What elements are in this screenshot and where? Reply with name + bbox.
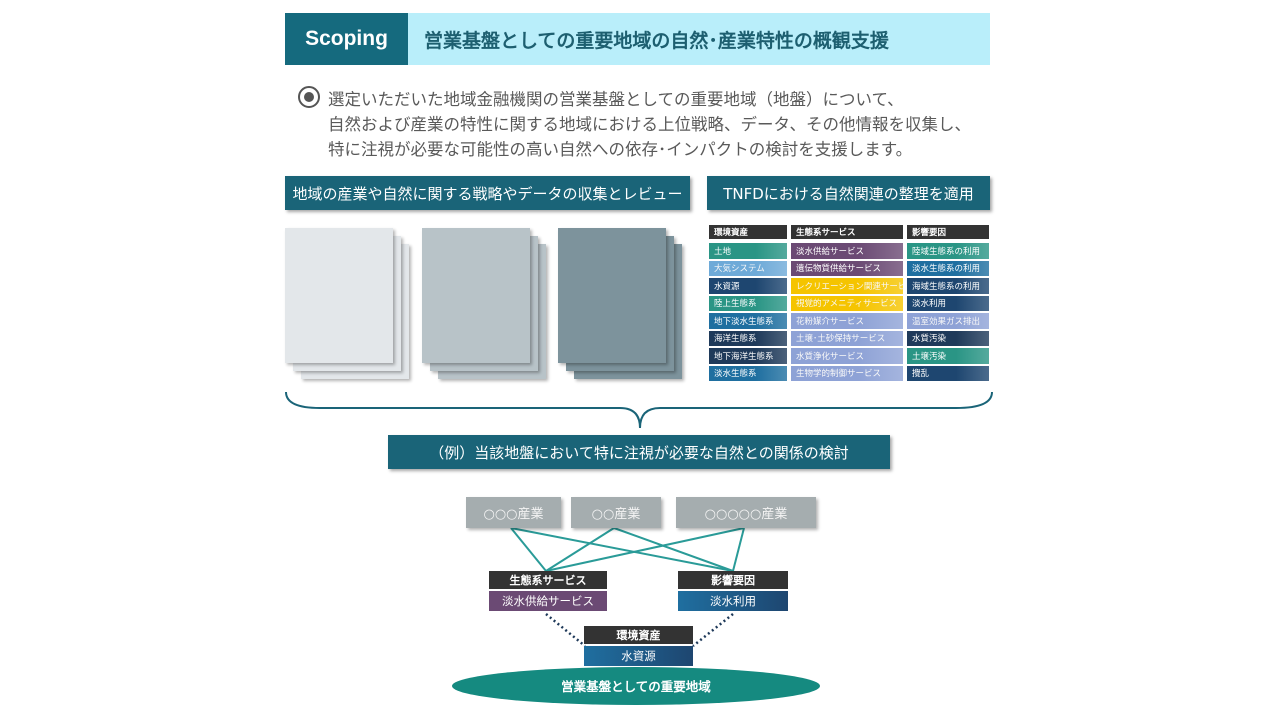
impact-node-value: 淡水利用 [678, 591, 788, 611]
impact-node-header: 影響要因 [678, 571, 788, 589]
tnfd-cell: 温室効果ガス排出 [907, 313, 989, 329]
tnfd-cell: 土地 [709, 243, 787, 259]
industry-box: ○○産業 [571, 497, 661, 528]
tnfd-column: 生態系サービス淡水供給サービス遺伝物質供給サービスレクリエーション関連サービス視… [791, 225, 903, 381]
tnfd-cell: 大気システム [709, 260, 787, 276]
example-header: （例）当該地盤において特に注視が必要な自然との関係の検討 [388, 435, 890, 469]
industry-box: ○○○○○産業 [676, 497, 816, 528]
asset-node-value: 水資源 [584, 646, 693, 666]
tnfd-cell: 土壌汚染 [907, 348, 989, 364]
service-node-value: 淡水供給サービス [489, 591, 607, 611]
tnfd-table: 環境資産土地大気システム水資源陸上生態系地下淡水生態系海洋生態系地下海洋生態系淡… [709, 225, 989, 381]
service-node-header: 生態系サービス [489, 571, 607, 589]
tnfd-cell: 遺伝物質供給サービス [791, 260, 903, 276]
tnfd-column: 影響要因陸域生態系の利用淡水生態系の利用海域生態系の利用淡水利用温室効果ガス排出… [907, 225, 989, 381]
tnfd-cell: 陸上生態系 [709, 295, 787, 311]
tnfd-cell: 淡水利用 [907, 295, 989, 311]
tnfd-cell: 土壌･土砂保持サービス [791, 330, 903, 346]
brace-icon [285, 391, 993, 429]
tnfd-cell: 地下淡水生態系 [709, 313, 787, 329]
tnfd-cell: 視覚的アメニティサービス [791, 295, 903, 311]
intro-line: 自然および産業の特性に関する地域における上位戦略、データ、その他情報を収集し、 [328, 115, 972, 134]
industry-box: ○○○産業 [466, 497, 561, 528]
tnfd-column-header: 環境資産 [709, 225, 787, 239]
section-left-header: 地域の産業や自然に関する戦略やデータの収集とレビュー [285, 176, 690, 210]
impact-node: 影響要因 淡水利用 [678, 571, 788, 611]
tnfd-cell: レクリエーション関連サービス [791, 278, 903, 294]
tnfd-column: 環境資産土地大気システム水資源陸上生態系地下淡水生態系海洋生態系地下海洋生態系淡… [709, 225, 787, 381]
asset-node: 環境資産 水資源 [584, 626, 693, 666]
page-title: 営業基盤としての重要地域の自然･産業特性の概観支援 [408, 13, 990, 65]
tnfd-cell: 淡水生態系の利用 [907, 260, 989, 276]
asset-node-header: 環境資産 [584, 626, 693, 644]
tnfd-column-header: 影響要因 [907, 225, 989, 239]
tnfd-cell: 水質浄化サービス [791, 348, 903, 364]
tnfd-cell: 海洋生態系 [709, 330, 787, 346]
tnfd-column-header: 生態系サービス [791, 225, 903, 239]
service-node: 生態系サービス 淡水供給サービス [489, 571, 607, 611]
tnfd-cell: 花粉媒介サービス [791, 313, 903, 329]
tnfd-cell: 淡水供給サービス [791, 243, 903, 259]
tnfd-cell: 淡水生態系 [709, 365, 787, 381]
intro-line: 選定いただいた地域金融機関の営業基盤としての重要地域（地盤）について、 [328, 90, 904, 109]
tnfd-cell: 地下海洋生態系 [709, 348, 787, 364]
section-right-header: TNFDにおける自然関連の整理を適用 [707, 176, 990, 210]
tnfd-cell: 水質汚染 [907, 330, 989, 346]
tnfd-cell: 水資源 [709, 278, 787, 294]
tnfd-cell: 海域生態系の利用 [907, 278, 989, 294]
tnfd-cell: 攪乱 [907, 365, 989, 381]
region-label: 営業基盤としての重要地域 [561, 679, 711, 694]
tnfd-cell: 陸域生態系の利用 [907, 243, 989, 259]
bullet-icon [298, 86, 320, 108]
scoping-tag: Scoping [285, 13, 408, 65]
intro-line: 特に注視が必要な可能性の高い自然への依存･インパクトの検討を支援します。 [328, 140, 913, 159]
region-ellipse [452, 667, 820, 705]
tnfd-cell: 生物学的制御サービス [791, 365, 903, 381]
